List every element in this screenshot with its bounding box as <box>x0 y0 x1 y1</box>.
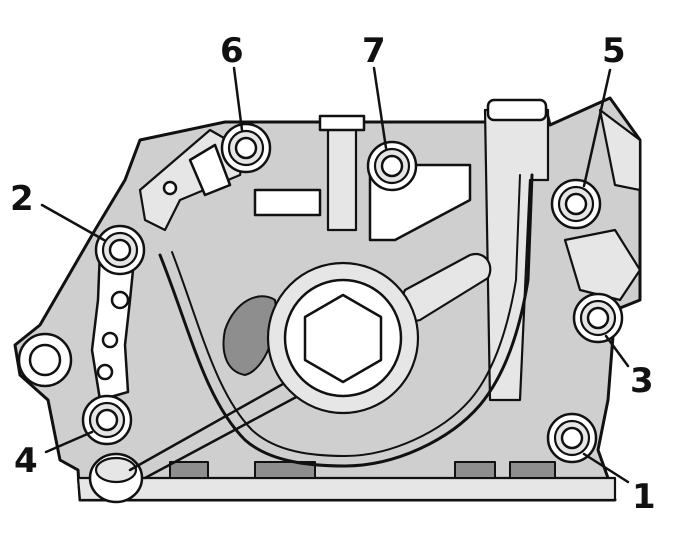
callout-3: 3 <box>630 361 654 401</box>
callout-4: 4 <box>14 441 38 481</box>
right-post-cap <box>486 98 548 122</box>
base-flange <box>76 476 617 502</box>
leader-7 <box>372 66 388 150</box>
bolt-1 <box>546 412 598 464</box>
left-boss-inner <box>28 343 62 377</box>
left-brace <box>128 378 292 472</box>
callout-1: 1 <box>632 477 656 517</box>
leader-6 <box>232 66 244 132</box>
shaft-hex <box>303 293 383 384</box>
inner-gallery-rib-inner <box>171 174 521 457</box>
rail-hole-1 <box>110 290 130 310</box>
rail-hole-3 <box>96 363 114 381</box>
upper-left-slot <box>188 143 232 197</box>
rail-hole-2 <box>101 331 119 349</box>
bolt-2 <box>94 224 146 276</box>
center-column-cap <box>318 114 366 132</box>
lever-pin <box>162 180 178 196</box>
leader-1 <box>582 452 630 484</box>
bolt-5 <box>550 178 602 230</box>
lower-left-boss-top <box>94 456 138 484</box>
leader-2 <box>40 203 106 242</box>
base-slot-4 <box>509 461 556 479</box>
center-column <box>326 118 358 232</box>
bolt-4 <box>81 394 133 446</box>
callout-5: 5 <box>602 31 626 71</box>
base-slot-1 <box>169 461 209 479</box>
bolt-7 <box>366 140 418 192</box>
top-recess <box>253 188 322 217</box>
inner-gallery-rib <box>158 173 534 468</box>
right-upper-tab <box>598 108 642 192</box>
callout-2: 2 <box>10 179 34 219</box>
callout-7: 7 <box>362 31 386 71</box>
leader-5 <box>582 68 612 188</box>
left-brace-2 <box>143 393 302 480</box>
leader-3 <box>604 334 630 368</box>
right-middle-tab <box>563 228 642 302</box>
leader-4 <box>44 430 94 454</box>
base-slot-3 <box>454 461 496 479</box>
callout-6: 6 <box>220 31 244 71</box>
base-slot-2 <box>254 461 316 479</box>
bolt-6 <box>220 122 272 174</box>
bolt-3 <box>572 292 624 344</box>
